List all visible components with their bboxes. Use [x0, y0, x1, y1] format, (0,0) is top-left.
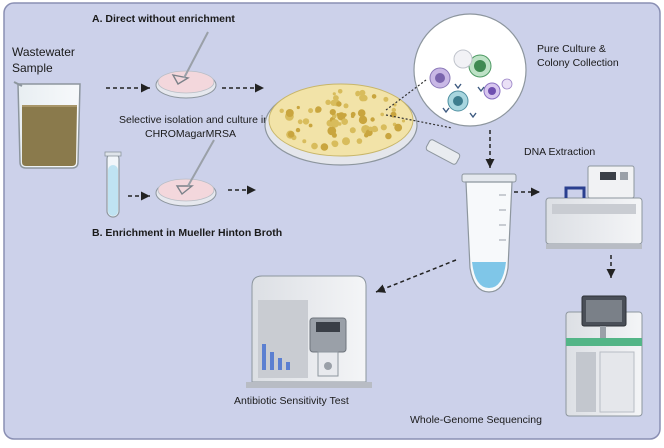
- colony-dot: [356, 138, 363, 144]
- pure-culture-zoom: [413, 13, 527, 127]
- colonies: [279, 89, 406, 151]
- colony-dot: [385, 132, 392, 140]
- colony-dot: [331, 140, 338, 147]
- colony-dot: [358, 115, 368, 125]
- colony-dot: [337, 112, 346, 121]
- colony-dot: [327, 126, 337, 136]
- colony-dot: [350, 114, 355, 118]
- colony-dot: [355, 92, 360, 97]
- colony-dot: [285, 109, 294, 117]
- colony-dot: [302, 139, 307, 144]
- colony-dot: [359, 89, 366, 96]
- colony-dot: [320, 143, 329, 151]
- broth-test-tube: [104, 151, 122, 218]
- colony-dot: [391, 107, 396, 113]
- colony-dot: [394, 123, 403, 132]
- colony-dot: [390, 111, 397, 118]
- colony-dot: [297, 119, 303, 125]
- arrow-tube-to-ast: [375, 259, 457, 293]
- colony-dot: [380, 112, 385, 117]
- colony-dot: [308, 108, 314, 114]
- zoom-connector-2: [385, 114, 453, 129]
- colony-dot: [332, 92, 336, 96]
- pure-culture-label-2: Colony Collection: [537, 57, 619, 69]
- colony-dot: [343, 103, 349, 109]
- wgs-label: Whole-Genome Sequencing: [410, 414, 542, 426]
- colony-dot: [393, 103, 397, 107]
- colony-dot: [336, 101, 342, 107]
- colony-dot: [370, 117, 375, 122]
- route-b-label: B. Enrichment in Mueller Hinton Broth: [92, 227, 282, 239]
- tube-lid: [425, 139, 461, 165]
- colony-dot: [380, 124, 387, 131]
- colony-dot: [349, 127, 356, 134]
- colony-dot: [357, 109, 366, 117]
- selective-isolation-label-2: CHROMagarMRSA: [145, 128, 236, 140]
- ast-instrument: [246, 275, 372, 388]
- colony-dot: [341, 118, 349, 125]
- colony-dot: [359, 94, 367, 102]
- petri-dish-b: [155, 139, 217, 207]
- colony-dot: [342, 137, 350, 146]
- wastewater-label-1: Wastewater: [12, 45, 75, 59]
- colony-dot: [287, 131, 295, 138]
- dna-extraction-label: DNA Extraction: [524, 146, 595, 158]
- colony-dot: [333, 95, 339, 101]
- colony-dot: [383, 96, 389, 102]
- petri-dish-a: [155, 31, 217, 99]
- dna-extractor: [545, 165, 643, 249]
- colony-dot: [279, 108, 284, 114]
- colony-dot: [368, 126, 373, 132]
- wastewater-beaker: [13, 81, 81, 169]
- colony-dot: [371, 125, 378, 133]
- colony-dot: [401, 119, 406, 123]
- sample-tube: [461, 173, 517, 293]
- selective-isolation-label-1: Selective isolation and culture in: [119, 114, 269, 126]
- colony-dot: [315, 106, 322, 113]
- route-a-label: A. Direct without enrichment: [92, 13, 235, 25]
- zoom-connector-1: [385, 79, 427, 111]
- colony-dot: [371, 94, 377, 99]
- colony-dot: [296, 105, 300, 110]
- colony-dot: [311, 142, 318, 150]
- chromagar-plate: [264, 83, 418, 166]
- ast-label: Antibiotic Sensitivity Test: [234, 395, 349, 407]
- colony-dot: [337, 89, 343, 94]
- colony-dot: [329, 109, 336, 116]
- colony-dot: [325, 99, 331, 106]
- wastewater-label-2: Sample: [12, 61, 53, 75]
- colony-dot: [308, 123, 313, 128]
- colony-dot: [302, 118, 310, 125]
- colony-dot: [330, 119, 340, 128]
- colony-dot: [295, 127, 301, 133]
- pure-culture-label-1: Pure Culture &: [537, 43, 606, 55]
- genome-sequencer: [565, 295, 643, 417]
